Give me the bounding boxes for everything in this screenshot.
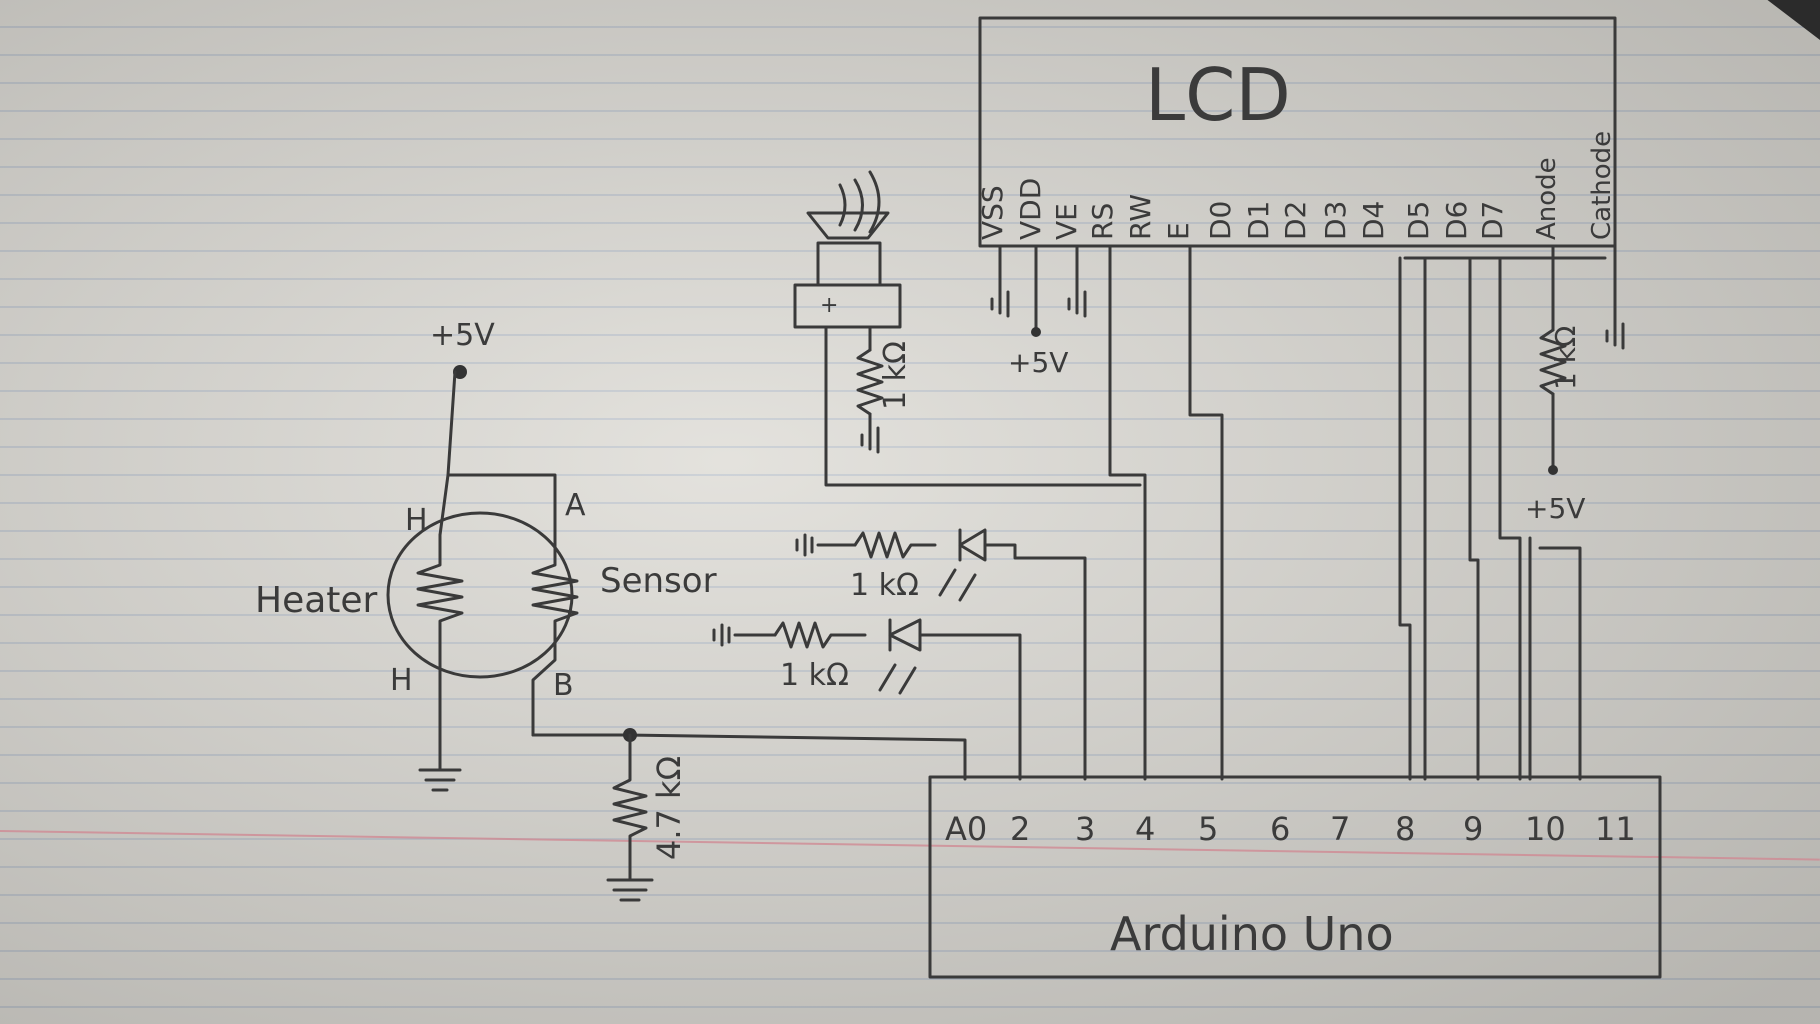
buzzer: + 1 kΩ [793, 170, 1142, 487]
arduino-pin-label-3: 3 [1075, 810, 1095, 848]
arduino-pin-label-10: 10 [1525, 810, 1566, 848]
lcd-pin-label-rs: RS [1086, 203, 1119, 240]
buzzer-resistor-label: 1 kΩ [878, 341, 913, 410]
lcd-pin-label-d6: D6 [1440, 201, 1473, 240]
lcd-pin-label-d2: D2 [1279, 201, 1312, 240]
backlight-supply-junction [1548, 465, 1558, 475]
led-2-circuit: 1 kΩ [712, 618, 1022, 781]
heater-label: Heater [255, 580, 378, 621]
sensor-supply-terminal [453, 365, 467, 379]
lcd-pin-label-d0: D0 [1204, 201, 1237, 240]
lcd-pin-label-rw: RW [1124, 194, 1157, 240]
sensor-supply-label: +5V [430, 318, 495, 353]
lcd-pin-label-e: E [1162, 222, 1195, 240]
sensor-label: Sensor [600, 561, 717, 601]
arduino-uno-board: Arduino Uno A0 2 3 4 5 6 7 8 9 10 11 [928, 775, 1662, 979]
lcd-pin-label-d3: D3 [1319, 201, 1352, 240]
lcd-pin-label-vdd: VDD [1014, 178, 1047, 240]
lcd-pin-label-d7: D7 [1476, 201, 1509, 240]
vdd-supply-label: +5V [1008, 346, 1068, 379]
arduino-pin-label-7: 7 [1330, 810, 1350, 848]
lcd-pin-label-anode: Anode [1532, 157, 1562, 240]
gas-sensor: +5V H H A B Heater Sensor 4.7 kΩ [255, 318, 967, 902]
arduino-pin-label-8: 8 [1395, 810, 1415, 848]
lcd-data-wires: +5V 1 kΩ +5V [990, 244, 1625, 781]
heater-pin-h-bottom: H [390, 663, 413, 698]
backlight-supply-label: +5V [1525, 492, 1585, 525]
lcd-pin-label-cathode: Cathode [1587, 131, 1617, 240]
heater-pin-h-top: H [405, 503, 428, 538]
led-2-resistor-label: 1 kΩ [780, 658, 849, 693]
led-1-resistor-label: 1 kΩ [850, 568, 919, 603]
backlight-resistor-label: 1 kΩ [1549, 326, 1582, 390]
arduino-pin-label-2: 2 [1010, 810, 1030, 848]
lcd-pin-label-d1: D1 [1242, 201, 1275, 240]
arduino-pin-label-4: 4 [1135, 810, 1155, 848]
arduino-pin-label-6: 6 [1270, 810, 1290, 848]
led-1-circuit: 1 kΩ [795, 528, 1087, 781]
lcd-pin-label-d4: D4 [1357, 201, 1390, 240]
sensor-pin-a: A [565, 488, 586, 523]
buzzer-plus-sign: + [820, 293, 838, 318]
arduino-pin-label-a0: A0 [945, 810, 987, 848]
arduino-pin-label-9: 9 [1463, 810, 1483, 848]
arduino-pin-labels: A0 2 3 4 5 6 7 8 9 10 11 [945, 810, 1636, 848]
lcd-pin-label-vss: VSS [976, 185, 1009, 240]
arduino-pin-label-11: 11 [1595, 810, 1636, 848]
load-resistor-label: 4.7 kΩ [650, 756, 688, 860]
vdd-junction [1031, 327, 1041, 337]
arduino-title: Arduino Uno [1110, 907, 1394, 961]
sensor-pin-b: B [553, 668, 574, 703]
lcd-pin-label-ve: VE [1050, 203, 1083, 240]
lcd-title: LCD [1145, 53, 1291, 137]
arduino-pin-label-5: 5 [1198, 810, 1218, 848]
lcd-pin-label-d5: D5 [1402, 201, 1435, 240]
